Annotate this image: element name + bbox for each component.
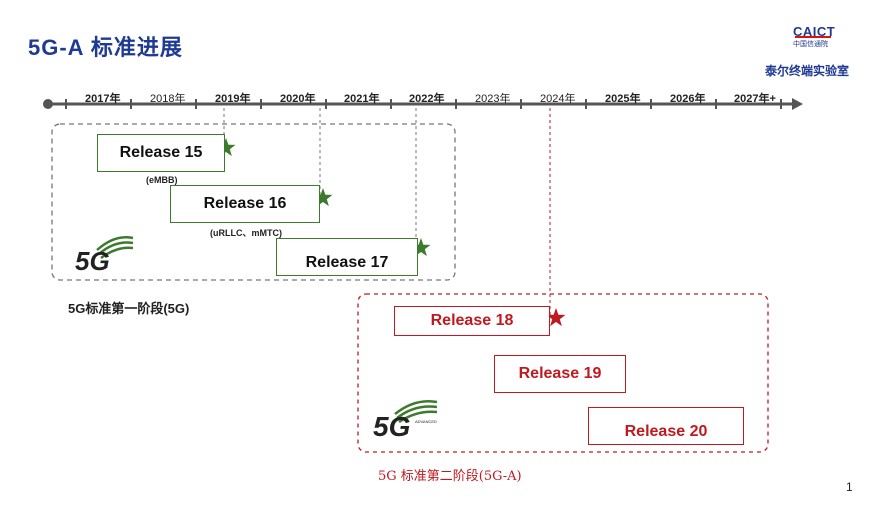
year-label: 2017年 [85,93,121,105]
5g-logo: 5G [75,232,137,279]
year-label: 2018年 [150,93,186,105]
year-label: 2025年 [605,93,641,105]
logo-divider [795,36,831,38]
milestone-star-icon [216,138,236,157]
phase1-box [51,123,456,281]
phase1-label: 5G标准第一阶段(5G) [68,301,190,316]
year-label: 2019年 [215,93,251,105]
page-number: 1 [846,480,853,494]
release-16-box: Release 16 [170,185,320,223]
year-label: 2023年 [475,93,511,105]
milestone-star-icon [313,188,333,207]
year-label: 2022年 [409,93,445,105]
svg-text:5G: 5G [75,246,110,274]
release-15-note: (eMBB) [146,175,178,185]
phase2-label: 5G 标准第二阶段(5G-A) [378,469,522,484]
release-20-box: Release 20 [588,407,744,445]
year-label: 2020年 [280,93,316,105]
year-label: 2027年+ [734,93,776,105]
timeline-arrow-icon [792,98,803,110]
year-label: 2021年 [344,93,380,105]
milestone-star-icon [411,238,431,257]
lab-name: 泰尔终端实验室 [765,64,850,78]
5g-advanced-logo: 5G ADVANCED [373,396,453,447]
year-label: 2026年 [670,93,706,105]
release-15-box: Release 15 [97,134,225,172]
year-label: 2024年 [540,93,576,105]
slide-title: 5G-A 标准进展 [28,35,183,60]
release-16-note: (uRLLC、mMTC) [210,228,282,238]
milestone-star-icon [546,308,566,327]
release-18-box: Release 18 [394,306,550,336]
release-17-box: Release 17 [276,238,418,276]
timeline-start-dot [43,99,53,109]
svg-text:5G: 5G [373,411,410,442]
caict-logo-subtitle: 中国信通院 [793,41,828,48]
svg-text:ADVANCED: ADVANCED [415,419,437,424]
caict-logo: CAICT [793,24,836,39]
release-19-box: Release 19 [494,355,626,393]
